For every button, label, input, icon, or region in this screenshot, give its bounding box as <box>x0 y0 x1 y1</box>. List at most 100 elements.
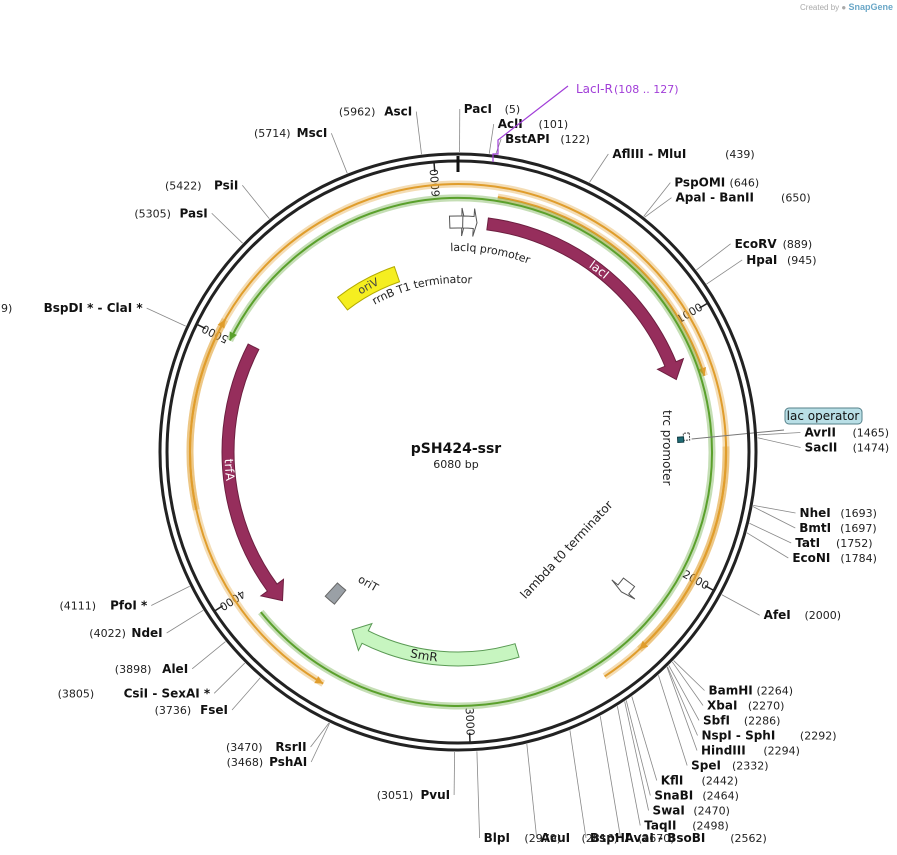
site-leader <box>310 722 330 748</box>
tick-label: 6000 <box>428 168 443 197</box>
site-name: MscI <box>297 126 328 140</box>
site-position: (4979) <box>0 302 12 315</box>
tick-mark <box>699 302 709 309</box>
trfA-arrow <box>221 343 285 602</box>
site-position: (2332) <box>732 759 769 772</box>
site-leader <box>146 307 186 327</box>
restriction-site[interactable]: NdeI (4022) <box>89 626 162 640</box>
restriction-site[interactable]: KflI(2442) <box>661 773 738 787</box>
restriction-site[interactable]: FseI(3736) <box>155 703 228 717</box>
site-position: (3805) <box>58 687 95 700</box>
site-position: (4022) <box>89 627 126 640</box>
site-position: (5305) <box>134 207 171 220</box>
snapgene-logo-icon: ● <box>841 3 847 12</box>
site-name: SwaI <box>653 803 685 817</box>
primer-lacI-R: LacI-R (108 .. 127) <box>492 82 679 162</box>
site-name: TaqII <box>644 818 676 832</box>
site-position: (2294) <box>763 744 800 757</box>
restriction-site[interactable]: PfoI *(4111) <box>59 599 147 613</box>
restriction-site[interactable]: BmtI(1697) <box>799 521 876 535</box>
lacI-arrow <box>486 217 685 381</box>
orf-left-outer-arrowhead <box>217 319 225 329</box>
site-position: (122) <box>560 133 590 146</box>
restriction-site[interactable]: PvuI(3051) <box>377 788 450 802</box>
site-leader <box>749 522 792 544</box>
site-position: (2498) <box>692 819 729 832</box>
restriction-site[interactable]: AvrII(1465) <box>804 426 889 440</box>
site-leader <box>668 665 700 721</box>
restriction-site[interactable]: EcoNI(1784) <box>792 551 877 565</box>
restriction-site[interactable]: AfeI(2000) <box>764 608 841 622</box>
restriction-site[interactable]: CsiI - SexAI *(3805) <box>58 686 211 700</box>
restriction-site[interactable]: XbaI(2270) <box>707 698 784 712</box>
site-position: (889) <box>783 238 813 251</box>
restriction-site[interactable]: TatI(1752) <box>795 536 872 550</box>
restriction-site[interactable]: PspOMI(646) <box>674 176 759 190</box>
restriction-site[interactable]: BamHI(2264) <box>709 683 794 697</box>
restriction-site[interactable]: RsrII(3470) <box>226 740 307 754</box>
restriction-site[interactable]: AleI(3898) <box>115 662 188 676</box>
site-position: (2470) <box>693 804 730 817</box>
restriction-site[interactable]: PacI(5) <box>464 102 520 116</box>
restriction-site[interactable]: HpaI(945) <box>746 253 816 267</box>
restriction-site[interactable]: SacII(1474) <box>805 441 890 455</box>
site-name: BspDI * - ClaI * <box>44 301 144 315</box>
site-leader <box>671 661 704 706</box>
site-leader <box>599 716 622 839</box>
restriction-site[interactable]: SnaBI(2464) <box>654 788 739 802</box>
restriction-site[interactable]: MscI(5714) <box>254 126 327 140</box>
restriction-site[interactable]: AcuI(2816) <box>541 831 618 845</box>
site-position: (5962) <box>339 106 376 119</box>
site-name: PspOMI <box>674 176 725 190</box>
site-leader <box>673 660 705 691</box>
created-by-text: Created by <box>800 3 840 12</box>
site-leader <box>643 182 671 217</box>
site-name: FseI <box>200 703 228 717</box>
primer-label: LacI-R <box>576 82 613 96</box>
tick-mark <box>433 161 436 173</box>
restriction-site[interactable]: BstAPI(122) <box>505 132 590 146</box>
SmR-label: SmR <box>409 646 439 664</box>
restriction-site[interactable]: EcoRV (889) <box>735 237 813 251</box>
site-position: (3470) <box>226 741 263 754</box>
site-leader <box>242 185 270 219</box>
restriction-site[interactable]: PasI(5305) <box>134 206 207 220</box>
restriction-site[interactable]: TaqII (2498) <box>644 818 729 832</box>
tick-mark <box>196 323 206 330</box>
restriction-site[interactable]: SwaI (2470) <box>653 803 730 817</box>
rrnB-terminator-arrow <box>448 207 466 237</box>
trfA-label: trfA <box>222 458 238 482</box>
site-leader <box>753 504 796 514</box>
restriction-site[interactable]: AscI(5962) <box>339 105 412 119</box>
restriction-site[interactable]: HindIII (2294) <box>701 743 800 757</box>
restriction-site[interactable]: SpeI(2332) <box>691 758 768 772</box>
site-name: NdeI <box>131 626 162 640</box>
restriction-site[interactable]: BspHI(2670) <box>590 831 675 845</box>
site-position: (1697) <box>840 522 877 535</box>
restriction-site[interactable]: SbfI (2286) <box>703 713 780 727</box>
site-name: SbfI <box>703 713 730 727</box>
site-name: PfoI * <box>110 599 148 613</box>
restriction-site[interactable]: PsiI(5422) <box>165 178 238 192</box>
site-position: (101) <box>539 118 569 131</box>
restriction-site[interactable]: PshAI(3468) <box>227 755 308 769</box>
site-name: EcoRV <box>735 237 778 251</box>
restriction-site[interactable]: BlpI(2979) <box>484 831 561 845</box>
site-leader <box>488 123 495 154</box>
restriction-site[interactable]: ApaI - BanII(650) <box>675 191 810 205</box>
restriction-site[interactable]: AclI(101) <box>498 117 568 131</box>
restriction-site[interactable]: AvaI - BsoBI(2562) <box>625 831 767 845</box>
restriction-site[interactable]: AflIII - MluI(439) <box>612 147 754 161</box>
site-position: (3898) <box>115 663 152 676</box>
site-position: (2464) <box>702 789 739 802</box>
site-leader <box>696 243 731 271</box>
site-name: AflIII - MluI <box>612 147 686 161</box>
tick-label: 3000 <box>463 707 477 736</box>
restriction-site[interactable]: NspI - SphI(2292) <box>702 728 837 742</box>
site-position: (2286) <box>744 714 781 727</box>
restriction-site[interactable]: NheI(1693) <box>800 506 877 520</box>
site-name: EcoNI <box>792 551 830 565</box>
restriction-site[interactable]: BspDI * - ClaI * (4979) <box>0 301 143 315</box>
site-name: HindIII <box>701 743 746 757</box>
site-name: XbaI <box>707 698 737 712</box>
